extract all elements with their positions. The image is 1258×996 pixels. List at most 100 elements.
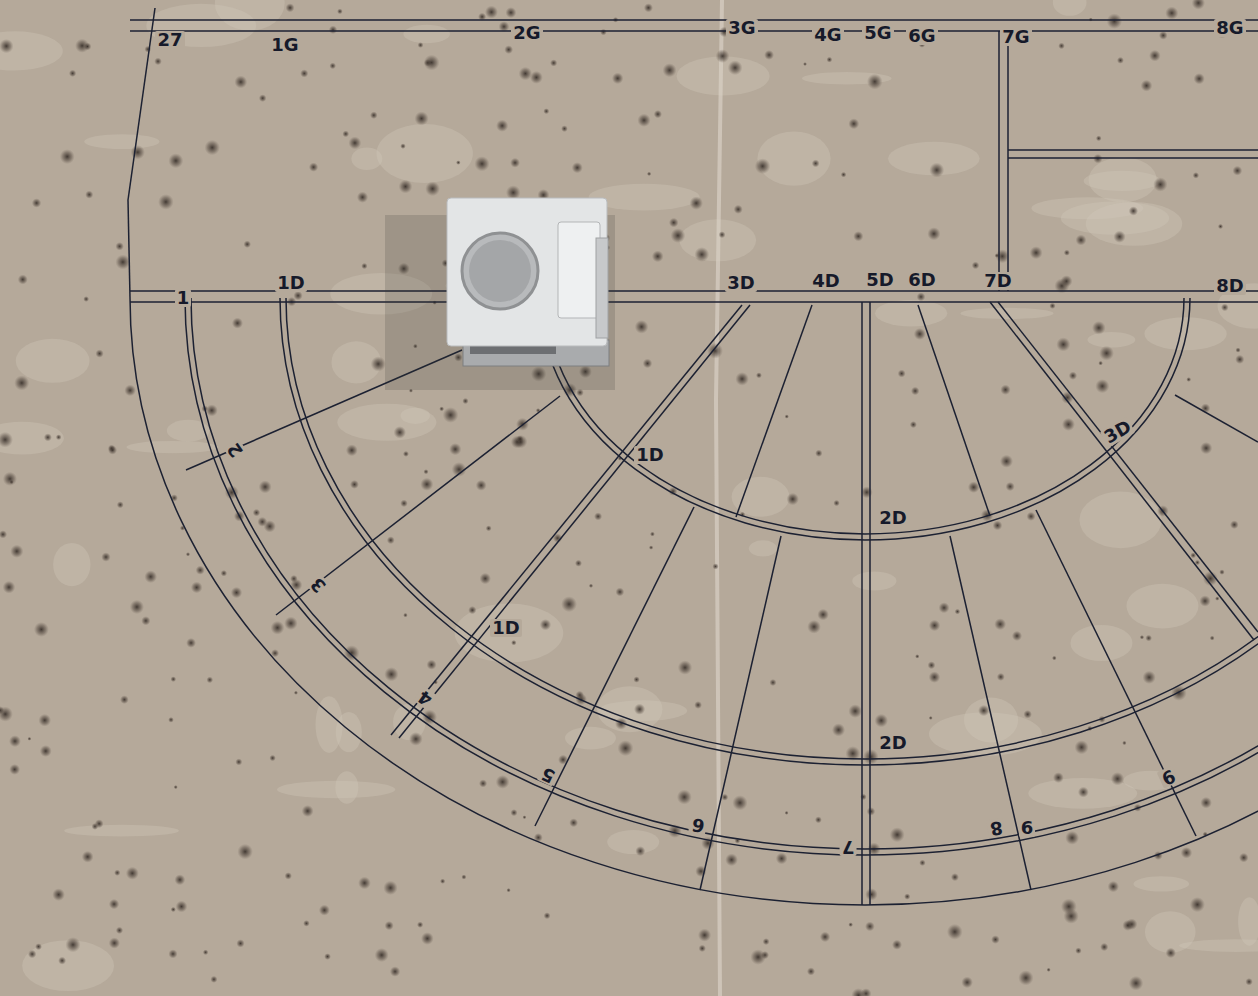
paper-patch — [445, 276, 554, 295]
stain-dot — [1221, 304, 1229, 312]
stain-dot — [101, 552, 110, 561]
stain-dot — [678, 660, 693, 675]
stain-dot — [867, 74, 883, 90]
stain-dot — [232, 318, 243, 329]
stain-dot — [60, 149, 75, 164]
stain-dot — [259, 480, 272, 493]
aisle-line — [990, 302, 1254, 640]
seat-label: 5D — [864, 271, 895, 289]
stain-dot — [911, 387, 920, 396]
stain-dot — [1053, 772, 1064, 783]
stain-dot — [259, 94, 267, 102]
stain-dot — [400, 143, 406, 149]
stain-dot — [124, 385, 136, 397]
stain-dot — [589, 584, 593, 588]
stain-dot — [84, 43, 92, 51]
loupe-hinge — [596, 238, 608, 338]
stain-dot — [131, 145, 145, 159]
stain-dot — [1232, 166, 1242, 176]
stain-dot — [439, 406, 444, 411]
aisle-line — [998, 302, 1258, 632]
stain-dot — [725, 853, 738, 866]
stain-dot — [1111, 772, 1125, 786]
stain-dot — [853, 231, 863, 241]
stain-dot — [342, 130, 349, 137]
stain-dot — [510, 809, 517, 816]
stain-dot — [171, 907, 176, 912]
stain-dot — [456, 160, 461, 165]
stain-dot — [575, 560, 582, 567]
stain-dot — [361, 263, 367, 269]
stain-dot — [65, 937, 80, 952]
stain-dot — [961, 977, 973, 989]
seat-label: 8D — [1214, 277, 1245, 295]
stain-dot — [1098, 361, 1103, 366]
fold-line — [716, 0, 722, 996]
stain-dot — [1095, 379, 1109, 393]
stain-dot — [561, 596, 577, 612]
stain-dot — [650, 532, 655, 537]
stain-dot — [865, 921, 875, 931]
stain-dot — [176, 901, 188, 913]
stain-dot — [294, 691, 298, 695]
stain-dot — [34, 622, 49, 637]
stain-dot — [420, 478, 433, 491]
stain-dot — [476, 480, 487, 491]
stain-dot — [302, 805, 314, 817]
stain-dot — [1064, 250, 1070, 256]
stain-dot — [734, 205, 743, 214]
stain-dot — [832, 723, 845, 736]
stain-dot — [594, 512, 602, 520]
stain-dot — [471, 248, 478, 255]
stain-dot — [1117, 57, 1124, 64]
seat-label: 27 — [155, 31, 184, 49]
loupe-shadow — [385, 215, 615, 390]
stain-dot — [346, 444, 358, 456]
loupe-scale — [470, 346, 556, 354]
stain-dot — [995, 249, 1009, 263]
stain-dot — [927, 661, 935, 669]
stain-dot — [300, 69, 308, 77]
aisle-line — [1008, 149, 1258, 151]
stain-dot — [1075, 947, 1082, 954]
stain-dot — [69, 70, 76, 77]
stain-dot — [496, 120, 508, 132]
aisle-line — [861, 302, 863, 905]
stain-dot — [544, 912, 551, 919]
stain-dot — [32, 198, 42, 208]
stain-dot — [732, 795, 747, 810]
stain-dot — [0, 432, 13, 448]
stain-dot — [1069, 371, 1077, 379]
stain-dot — [1062, 418, 1075, 431]
stain-dot — [833, 500, 839, 506]
stain-dot — [196, 566, 205, 575]
stain-dot — [602, 234, 610, 242]
stain-dot — [329, 63, 336, 70]
stain-dot — [994, 618, 1006, 630]
stain-dot — [14, 375, 29, 390]
stain-dot — [474, 156, 489, 171]
stain-dot — [485, 6, 498, 19]
stain-dot — [991, 935, 1000, 944]
stain-dot — [1000, 385, 1010, 395]
stain-dot — [694, 701, 702, 709]
seat-ring — [185, 298, 1258, 855]
seat-label: 2G — [511, 24, 542, 42]
aisle-line — [130, 301, 1258, 303]
stain-dot — [284, 872, 291, 879]
stain-dot — [540, 619, 551, 630]
stain-dot — [756, 372, 762, 378]
stain-dot — [848, 922, 853, 927]
stain-dot — [1005, 482, 1014, 491]
stain-dot — [561, 125, 568, 132]
stain-dot — [479, 779, 487, 787]
stain-dot — [309, 162, 318, 171]
stain-dot — [0, 530, 7, 538]
aisle-line — [700, 536, 781, 890]
stain-dot — [82, 851, 94, 863]
stain-dot — [109, 899, 120, 910]
stain-dot — [1200, 442, 1212, 454]
aisle-line — [1008, 157, 1258, 159]
stain-dot — [594, 276, 608, 290]
